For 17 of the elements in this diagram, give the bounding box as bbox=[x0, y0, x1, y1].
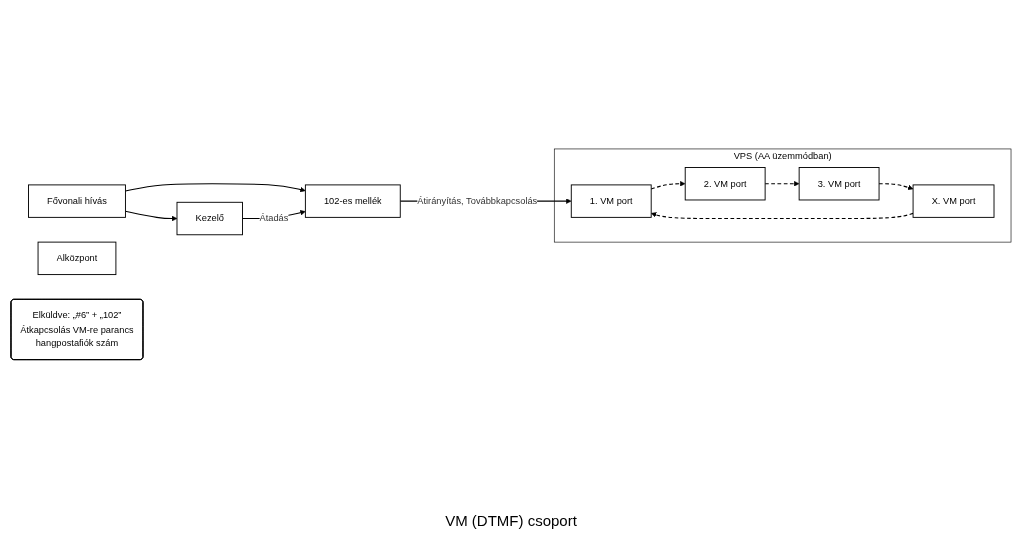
arrow bbox=[124, 210, 178, 221]
node-box: 3. VM port bbox=[798, 166, 880, 201]
node-box: Alközpont bbox=[37, 241, 117, 275]
node-box: 2. VM port bbox=[684, 166, 766, 201]
arrow bbox=[650, 180, 686, 190]
node-box: 1. VM port bbox=[570, 184, 652, 218]
arrow bbox=[650, 211, 914, 219]
edge-label: Átadás bbox=[259, 212, 289, 224]
node-box: 102-es mellék bbox=[304, 184, 401, 218]
arrow bbox=[764, 180, 800, 187]
node-box: X. VM port bbox=[912, 184, 995, 218]
node-box: Fővonali hívás bbox=[28, 184, 126, 218]
edge-label: Átirányítás, Továbbkapcsolás bbox=[417, 195, 538, 206]
group-label: VM (DTMF) csoport bbox=[445, 512, 577, 529]
arrow bbox=[878, 182, 914, 190]
node-box: Kezelő bbox=[176, 201, 243, 235]
arrow bbox=[124, 182, 306, 192]
